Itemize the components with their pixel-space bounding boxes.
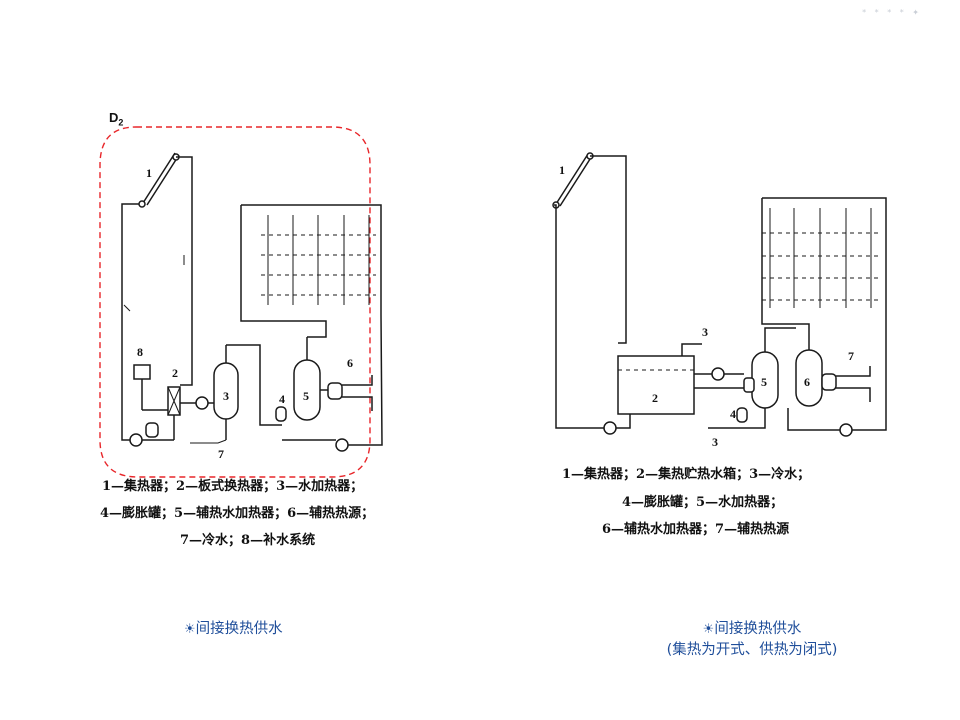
- left-legend-line-2: 4—膨胀罐；5—辅热水加热器；6—辅热热源；: [100, 506, 375, 521]
- distribution-return: [761, 198, 810, 350]
- right-num-3-top: 3: [702, 325, 708, 339]
- collector-1-edge: [146, 154, 180, 206]
- left-num-2: 2: [172, 366, 178, 380]
- right-caption-subtext: (集热为开式、供热为闭式): [666, 642, 838, 658]
- left-num-4: 4: [279, 392, 285, 406]
- cold-water-3-inlet-bottom: [708, 408, 766, 429]
- left-num-5: 5: [303, 389, 309, 403]
- left-num-7: 7: [218, 447, 224, 461]
- right-num-4: 4: [730, 407, 736, 421]
- right-legend-line-1: 1—集热器；2—集热贮热水箱；3—冷水；: [562, 467, 811, 482]
- right-caption: ☀间接换热供水 (集热为开式、供热为闭式): [642, 617, 862, 659]
- distribution-return: [240, 205, 327, 338]
- pump-3: [839, 423, 853, 437]
- primary-supply-pipe: [121, 203, 141, 441]
- right-num-5: 5: [761, 375, 767, 389]
- left-num-1: 1: [146, 166, 152, 180]
- collector-supply-pipe: [554, 204, 604, 429]
- expansion-tank-left: [145, 422, 159, 438]
- collector-1: [142, 152, 176, 204]
- aux-heat-source-7-pipe-b: [836, 387, 871, 402]
- heater-5-to-6: [764, 327, 796, 352]
- aux-heat-source-6-pipe-a: [342, 375, 373, 386]
- left-num-8: 8: [137, 345, 143, 359]
- collector-pump: [603, 421, 617, 435]
- right-schematic-drawing: 1 2 3 3 4 5 6 7: [552, 152, 887, 449]
- left-caption: ☀间接换热供水: [184, 617, 283, 638]
- highlight-tag-main: D: [109, 110, 119, 125]
- right-num-2: 2: [652, 391, 658, 405]
- highlight-tag-sub: 2: [118, 117, 124, 128]
- highlight-tag: D2: [109, 110, 123, 128]
- aux-heat-source-7-hx: [821, 373, 837, 391]
- collector-bottom-node: [138, 200, 146, 208]
- cold-water-3-inlet-top: [681, 343, 702, 356]
- collector-1-edge: [559, 155, 593, 207]
- heater-5-coil: [743, 377, 755, 393]
- distribution-supply: [762, 197, 887, 431]
- aux-heat-source-6-hx: [327, 382, 343, 400]
- pump-3: [335, 438, 349, 452]
- right-num-7: 7: [848, 349, 854, 363]
- right-num-6: 6: [804, 375, 810, 389]
- sun-bullet-icon: ☀: [702, 622, 715, 637]
- hot-supply-main: [226, 344, 282, 426]
- left-num-6: 6: [347, 356, 353, 370]
- right-legend-line-3: 6—辅热水加热器；7—辅热热源: [602, 522, 790, 537]
- flow-arrow-up: [123, 304, 131, 312]
- left-schematic: 1 2 3 4 5 6 7 8 1—集热器；2—板式换热器；3—水加热器； 4—…: [96, 105, 418, 555]
- collector-1: [555, 153, 589, 205]
- pump-2: [195, 396, 209, 410]
- left-legend-line-1: 1—集热器；2—板式换热器；3—水加热器；: [102, 479, 364, 494]
- left-caption-text: 间接换热供水: [195, 621, 283, 637]
- expansion-tank-4: [275, 406, 287, 422]
- left-legend-line-3: 7—冷水；8—补水系统: [180, 533, 316, 548]
- top-decorative-mark: * * * * ✦: [862, 8, 922, 17]
- left-num-3: 3: [223, 389, 229, 403]
- left-schematic-drawing: 1 2 3 4 5 6 7 8: [99, 126, 383, 478]
- expansion-tank-4: [736, 407, 748, 423]
- tank-outlet-pipe: [616, 413, 631, 429]
- sun-bullet-icon: ☀: [184, 622, 196, 637]
- right-schematic: 1 2 3 3 4 5 6 7 1—集热器；2—集热贮热水箱；3—冷水； 4—膨…: [548, 138, 896, 543]
- fixture-grid-left: [261, 215, 376, 305]
- pump-1: [129, 433, 143, 447]
- right-num-1: 1: [559, 163, 565, 177]
- aux-heat-source-6-pipe-b: [342, 396, 373, 411]
- highlight-dashed-region: [99, 126, 371, 478]
- primary-return-pipe: [176, 156, 193, 386]
- fixture-grid-right: [762, 208, 880, 308]
- makeup-system-8: [133, 364, 151, 380]
- solar-storage-tank-2: [617, 355, 695, 415]
- pump-2: [711, 367, 725, 381]
- collector-return-pipe: [590, 155, 627, 344]
- distribution-supply: [241, 204, 383, 446]
- right-caption-text: 间接换热供水: [714, 621, 802, 637]
- right-num-3-bottom: 3: [712, 435, 718, 449]
- aux-heat-source-7-pipe-a: [836, 366, 871, 377]
- right-legend-line-2: 4—膨胀罐；5—水加热器；: [622, 495, 784, 510]
- cold-water-7-inlet: [190, 439, 227, 444]
